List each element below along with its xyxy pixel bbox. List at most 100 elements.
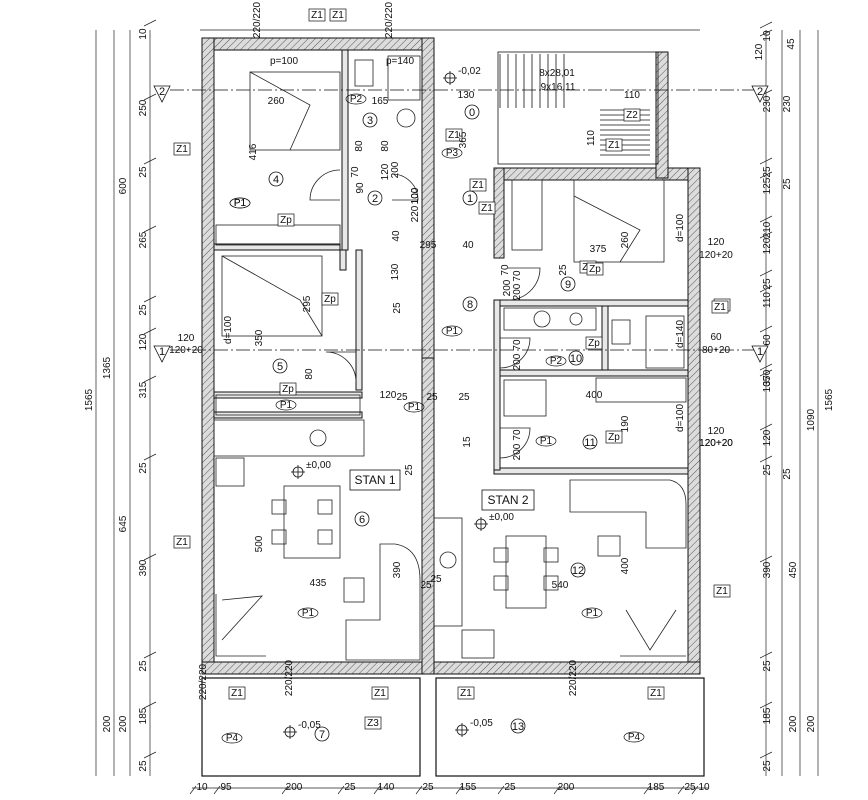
room-number-circle [464,104,480,120]
wall-tag: Z1 [332,10,344,21]
dim-tick [415,785,423,795]
desk-room-10 [503,379,547,417]
wall-tag-box [321,292,339,306]
door-swings [309,169,541,459]
opening-dimension: 220/220 [284,659,295,696]
chair-s2-b [493,575,509,591]
room-number-circle [462,296,478,312]
opening-dimension: 120 [708,237,725,248]
table-s2 [505,535,547,609]
section-marker: 1 [757,346,763,358]
apartment-label-s2: STAN 2 [487,493,528,507]
stair-outline [497,51,659,165]
dim-tick [759,369,773,377]
wardrobe-room-4 [215,224,341,246]
dim-tick [759,555,773,563]
dim-right-chain-text: 185 [762,707,773,724]
wall-tag: Z1 [481,203,493,214]
wall-tag-box [457,686,475,700]
door-room-4 [309,169,341,201]
wall-tag: Z1 [608,140,620,151]
dim-tick [759,751,773,759]
dim-tick [143,295,157,303]
chair-s1-b [271,529,287,545]
dim-tick [497,785,505,795]
section-marker: 1 [159,346,165,358]
section-marker: 2 [757,86,763,98]
table-s1 [283,485,341,559]
room-dimension: 400 [586,390,603,401]
room-dimension: 295 [420,240,437,251]
dim-right-small-text: 120 [754,43,765,60]
floor-tag: P1 [280,400,293,411]
dim-right-small-text: 230 [782,95,793,112]
dim-tick [213,785,221,795]
room-number: 10 [570,353,582,365]
door-room-5 [325,351,357,383]
section-marker-shape [153,345,171,363]
room-dimension: 25 [404,464,415,476]
wall-tag-box [605,430,623,444]
wall-s2-r10-bottom [493,369,689,377]
dim-left-inner-text: 600 [118,177,129,194]
wall-tag: Zp [589,264,601,275]
drain-s2 [569,312,583,326]
wall-tag: Z1 [716,586,728,597]
room-dimension: 25 [558,264,569,276]
room-number: 9 [565,279,571,291]
bed-room-9 [573,179,665,263]
opening-dimension: d=100 [223,316,234,345]
room-dimension: 70 [500,264,511,276]
dim-tick [143,453,157,461]
room-number-circle [560,276,576,292]
dim-right-chain-text: 120 [762,237,773,254]
tv-unit-s2 [625,609,677,651]
dim-left-chain-text: 185 [138,707,149,724]
wall-s1-bath [341,49,349,251]
floor-tag-shape [297,607,319,619]
dim-right-inner-text: 450 [788,561,799,578]
wardrobe-room-9 [511,179,543,251]
wall-s1-right-top [421,37,435,359]
level-value: -0,02 [458,66,481,77]
dim-tick [643,785,651,795]
floor-tag-shape [545,355,567,367]
room-dimension: 365 [458,131,469,148]
level-value: ±0,00 [489,512,514,523]
dim-right-chain-text: 25 [762,278,773,290]
room-dimension: 375 [590,244,607,255]
wall-tag: Zp [588,338,600,349]
apartment-box-s1 [349,469,401,491]
floor-tag: P2 [350,94,363,105]
dim-tick [759,325,773,333]
wall-tag: Zp [280,215,292,226]
wall-tag-box [228,686,246,700]
door-room-2 [391,173,419,201]
room-dimension: 25 [430,574,442,585]
wall-tag: Z1 [714,302,726,313]
dim-right-chain-text: 25 [762,166,773,178]
room-dimension: 70 [512,429,523,441]
dim-tick [281,785,289,795]
dim-tick [759,231,773,239]
dim-tick [143,93,157,101]
dim-tick [143,701,157,709]
dim-right-chain-text: 125 [762,177,773,194]
floor-tag: P1 [302,608,315,619]
room-dimension: 540 [552,580,569,591]
kitchen-counter-s2 [433,517,463,627]
opening-dimension: 120 [178,333,195,344]
floor-tag-shape [441,147,463,159]
dim-left-inner-text: 645 [118,515,129,532]
level-markers: -0,02±0,00±0,00-0,05-0,05 [283,66,514,739]
chair-s1-c [317,499,333,515]
room-dimension: 190 [620,415,631,432]
dim-bottom-chain-text: 140 [378,782,395,793]
stair-treads [499,54,650,156]
bed-room-4-cover [249,71,311,151]
terrace-s1 [201,677,421,777]
dimension-texts: 1025025265251203152539025185256006452001… [84,19,835,795]
dim-tick [143,19,157,27]
room-dimension: 70 [350,166,361,178]
